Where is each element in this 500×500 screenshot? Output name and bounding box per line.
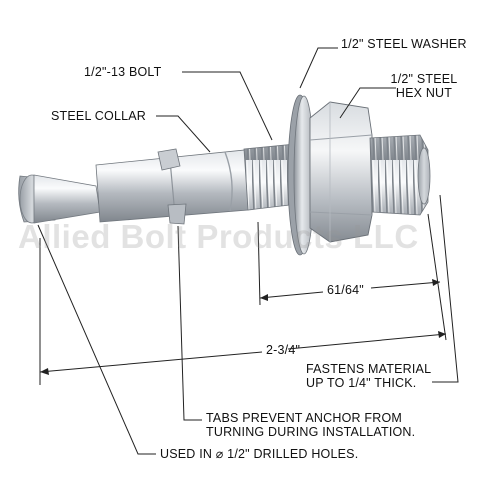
tabs-label-line1: TABS PREVENT ANCHOR FROM: [206, 411, 403, 425]
leader-lines: [37, 47, 459, 455]
hex-nut-label-line1: 1/2" STEEL: [390, 72, 458, 86]
fastens-label-line1: FASTENS MATERIAL: [306, 362, 432, 376]
dimension-arrows: [40, 279, 446, 375]
dim-long-label: 2-3/4": [266, 343, 301, 357]
hex-nut: [309, 101, 373, 243]
collar-tab-bottom: [167, 203, 187, 225]
holes-label: USED IN ⌀ 1/2" DRILLED HOLES.: [160, 447, 359, 461]
bolt-label: 1/2"-13 BOLT: [84, 65, 162, 79]
dim-short-label: 61/64": [327, 283, 364, 297]
collar-tab-top: [157, 148, 181, 171]
washer-label: 1/2" STEEL WASHER: [341, 37, 467, 51]
expansion-cone: [33, 174, 101, 224]
dimension-lines: [39, 213, 447, 385]
collar-label: STEEL COLLAR: [51, 109, 147, 123]
hex-nut-label-line2: HEX NUT: [395, 86, 453, 100]
tabs-label-line2: TURNING DURING INSTALLATION.: [206, 425, 416, 439]
fastens-label: FASTENS MATERIAL UP TO 1/4" THICK.: [306, 362, 431, 390]
bolt-thread-right: [369, 134, 429, 216]
hex-nut-label: 1/2" STEEL HEX NUT: [380, 72, 468, 100]
tabs-label: TABS PREVENT ANCHOR FROM TURNING DURING …: [206, 411, 415, 439]
fastens-label-line2: UP TO 1/4" THICK.: [306, 376, 417, 390]
